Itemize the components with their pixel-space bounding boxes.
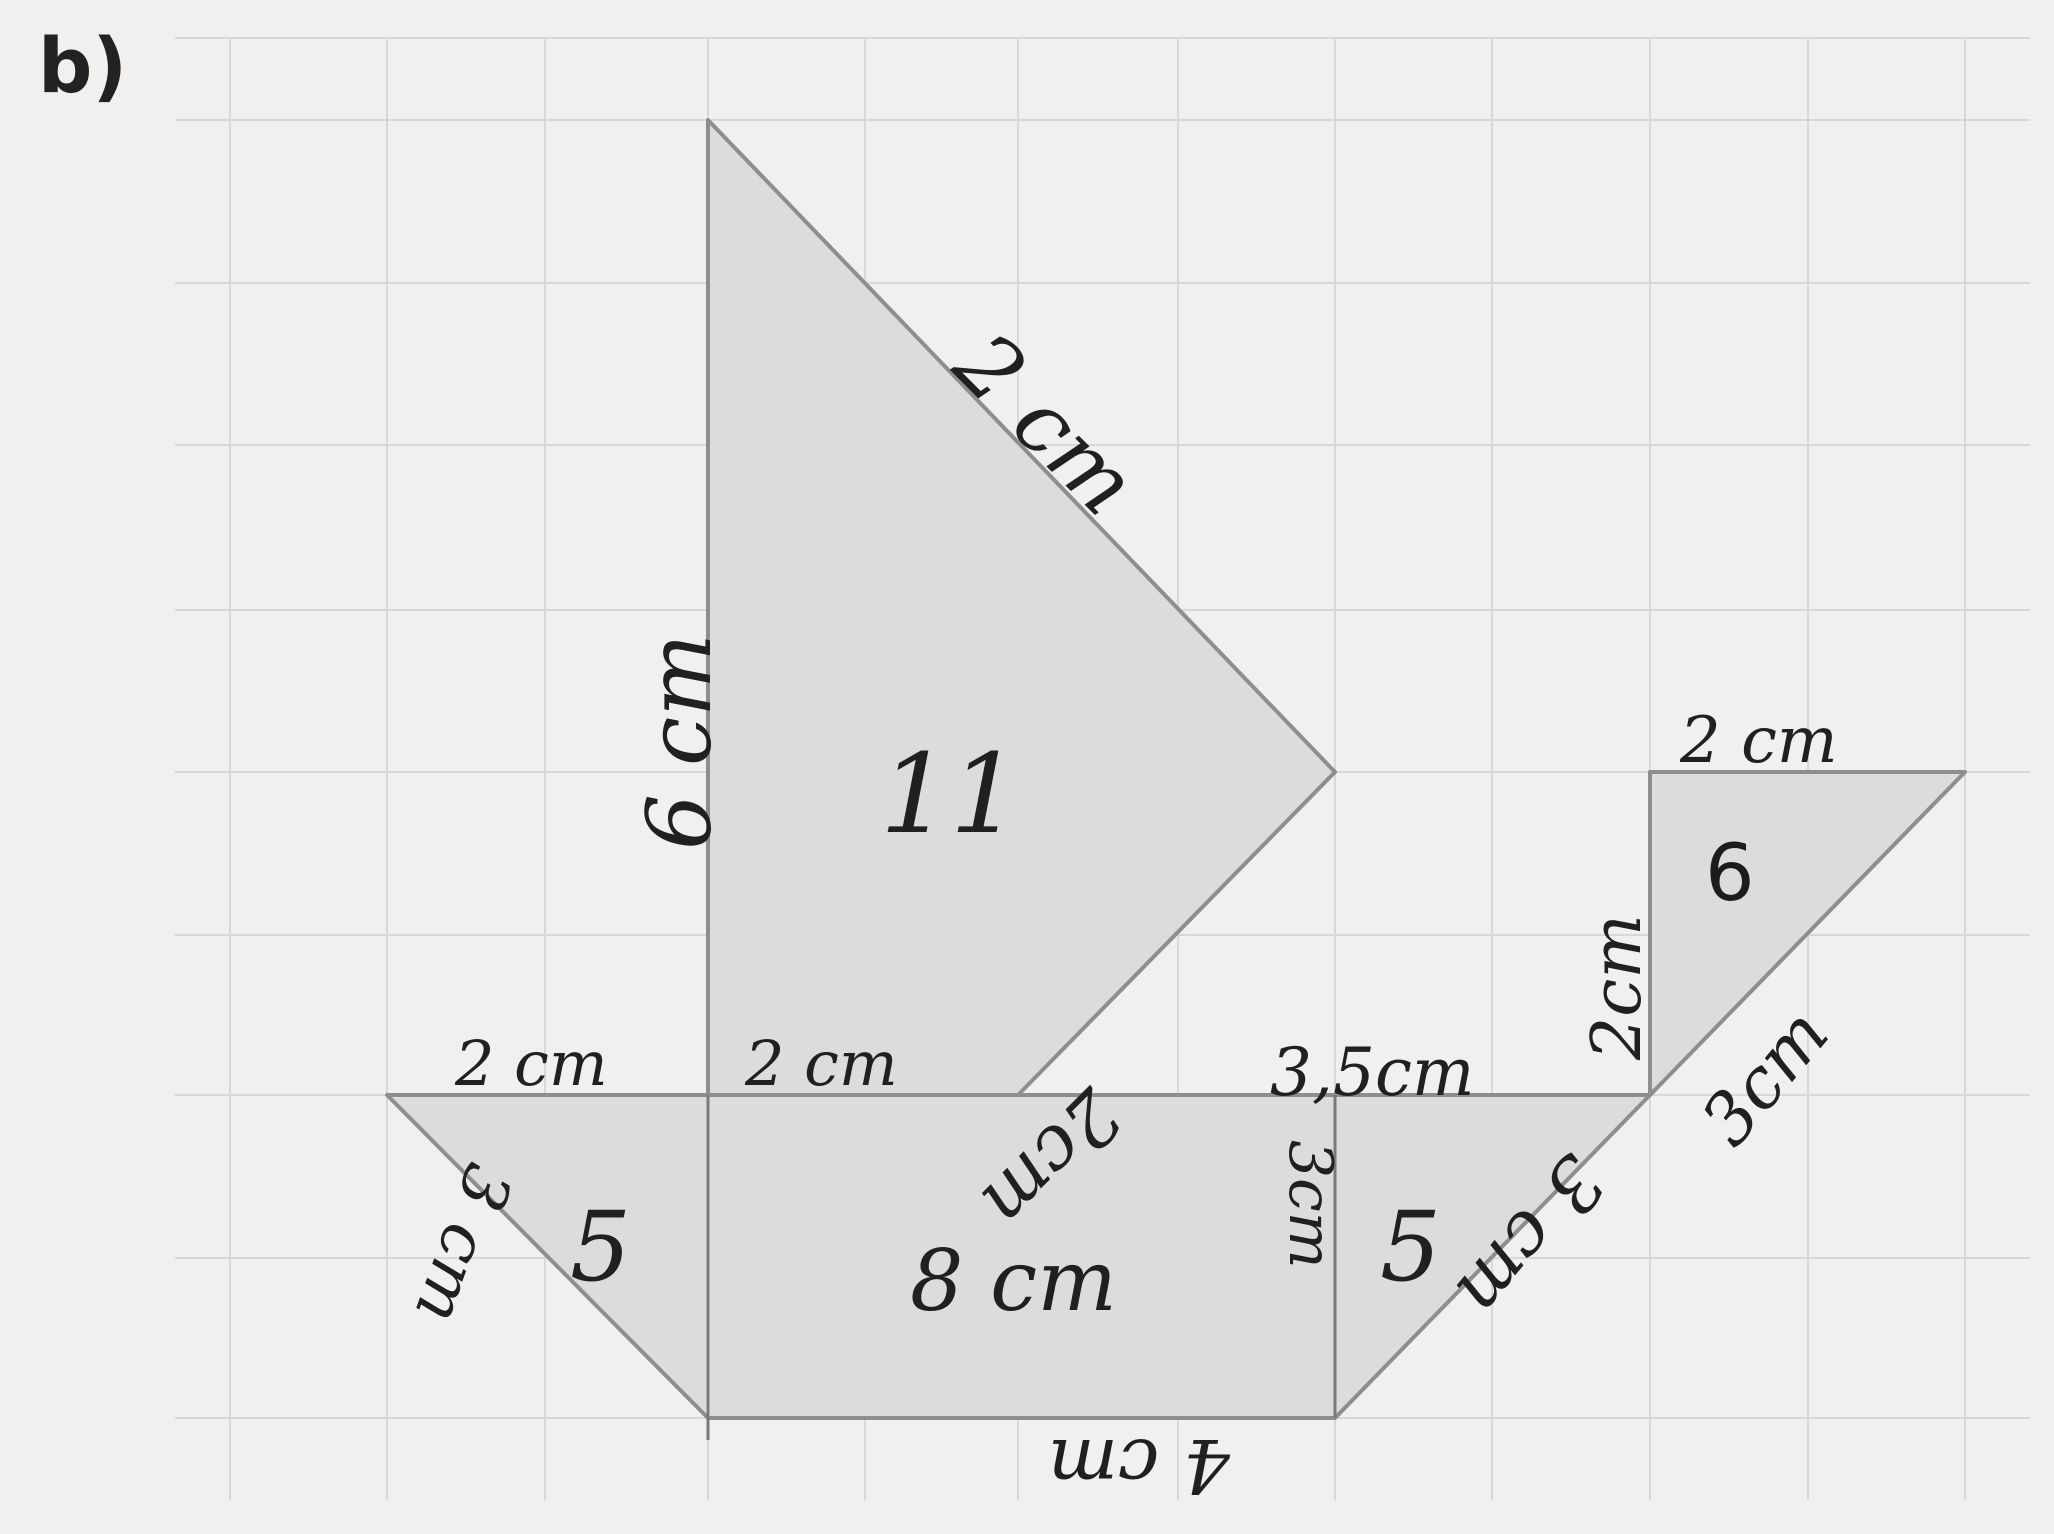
deck-left-annotation: 2 cm <box>454 1027 608 1100</box>
sail-height-annotation: 6 cm <box>628 633 731 850</box>
sail-triangle <box>706 118 1337 1097</box>
left-triangle-number: 5 <box>570 1191 631 1303</box>
flag-triangle <box>1648 770 1967 1097</box>
deck-mid-annotation: 2 cm <box>744 1027 898 1100</box>
sail-number: 11 <box>880 730 1020 858</box>
right-triangle-number: 5 <box>1380 1191 1441 1303</box>
hull-bottom-annotation: 4 cm <box>1048 1422 1231 1508</box>
flag-top-annotation: 2 cm <box>1679 704 1838 778</box>
left-hyp-annotation: 3 cm <box>399 1155 527 1334</box>
deck-right-annotation: 3,5cm <box>1270 1034 1475 1111</box>
flag-side-annotation: 2cm <box>1578 914 1657 1061</box>
right-inner-annotation: 3cm <box>1275 1140 1345 1269</box>
hull-rect-number: 8 cm <box>910 1232 1117 1330</box>
flag-number: 6 <box>1705 829 1755 919</box>
exercise-label: b) <box>38 21 127 110</box>
